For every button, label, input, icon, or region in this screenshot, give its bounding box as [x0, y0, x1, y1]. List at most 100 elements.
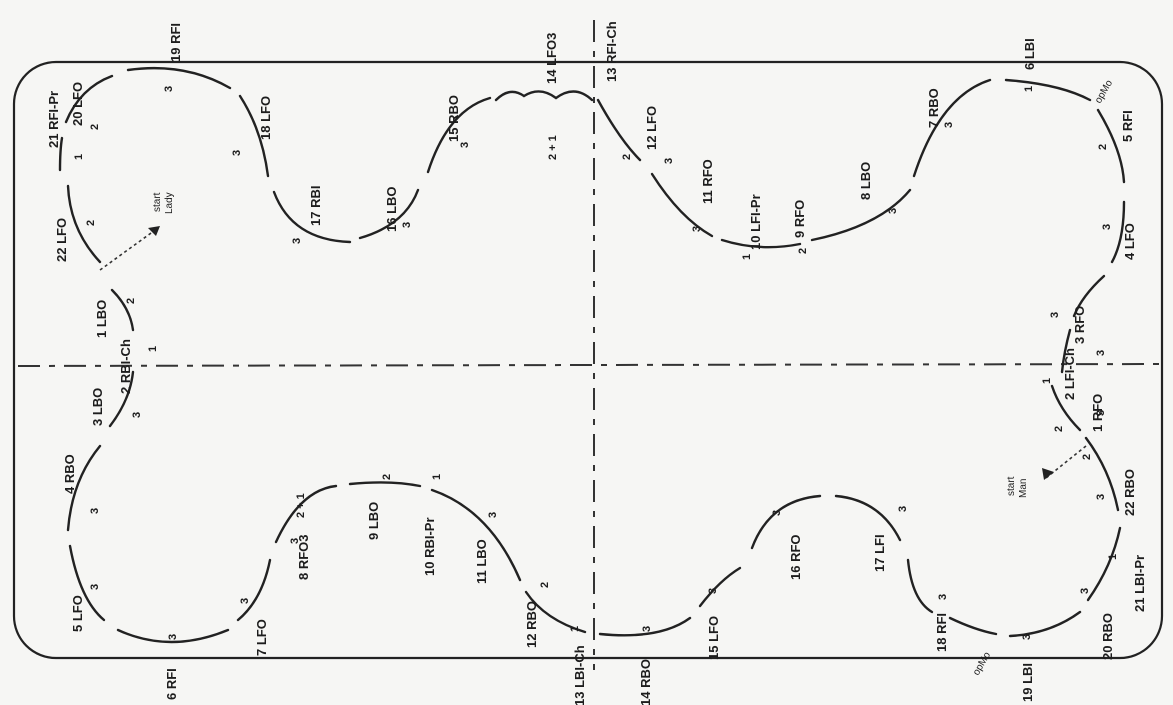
- edge-arc: [66, 184, 102, 264]
- edge-arc: [494, 90, 594, 102]
- step-15-lfo: 15 LFO: [706, 616, 721, 660]
- step-14-lfo3: 14 LFO3: [544, 33, 559, 84]
- step-16-lbo: 16 LBO: [384, 186, 399, 232]
- start-man: start Man: [1006, 445, 1087, 498]
- beat-count: 3: [289, 538, 301, 544]
- edge-arc: [1072, 274, 1106, 318]
- beat-count: 3: [691, 226, 703, 232]
- edge-arc: [110, 288, 135, 332]
- oppmo-label-bottom: opMo: [971, 650, 993, 678]
- oppmo-label-top: opMo: [1093, 78, 1115, 106]
- edge-arc: [598, 616, 692, 637]
- step-12-lfo: 12 LFO: [644, 106, 659, 150]
- beat-count: 2: [1081, 454, 1093, 460]
- edge-arc: [1004, 78, 1092, 102]
- step-21-rfi-pr: 21 RFI-Pr: [46, 91, 61, 148]
- beat-count: 1: [1107, 554, 1119, 560]
- edge-arc: [834, 494, 902, 542]
- step-18-lfo: 18 LFO: [258, 96, 273, 140]
- beat-count: 3: [663, 158, 675, 164]
- lower-left-labels: 3 LBO 4 RBO 5 LFO 6 RFI 7 LFO 8 RFO3 9 L…: [62, 388, 587, 705]
- beat-count: 2: [1097, 144, 1109, 150]
- beat-count: 3: [1095, 494, 1107, 500]
- edge-arc: [698, 566, 742, 608]
- arrow-icon: [1042, 468, 1054, 480]
- edge-arc: [68, 544, 106, 622]
- beat-count: 3: [897, 506, 909, 512]
- step-10-lfi-pr: 10 LFI-Pr: [748, 194, 763, 250]
- beat-count: 2: [381, 474, 393, 480]
- step-16-rfo: 16 RFO: [788, 534, 803, 580]
- edge-arc: [430, 488, 522, 582]
- beat-count: 1: [741, 254, 753, 260]
- beat-count: 3: [937, 594, 949, 600]
- edge-arc: [238, 94, 270, 178]
- man-pattern: [66, 370, 1122, 644]
- edge-arc: [64, 74, 114, 124]
- beat-count: 3: [131, 412, 143, 418]
- step-8-rfo3: 8 RFO3: [296, 534, 311, 580]
- step-13-lbi-ch: 13 LBI-Ch: [572, 645, 587, 705]
- step-13-rfi-ch: 13 RFI-Ch: [604, 21, 619, 82]
- step-4-rbo: 4 RBO: [62, 454, 77, 494]
- beat-count: 1: [431, 474, 443, 480]
- edge-arc: [274, 484, 338, 544]
- beat-count: 3: [1049, 312, 1061, 318]
- step-4-lfo: 4 LFO: [1122, 223, 1137, 260]
- beat-count: 1: [73, 154, 85, 160]
- step-14-rbo: 14 RBO: [638, 659, 653, 705]
- step-20-rbo: 20 RBO: [1100, 613, 1115, 660]
- step-6-rfi: 6 RFI: [164, 668, 179, 700]
- edge-arc: [1084, 436, 1120, 512]
- edge-arc: [348, 481, 422, 488]
- edge-arc: [236, 558, 272, 622]
- edge-arc: [596, 98, 642, 162]
- beat-count: 3: [1095, 410, 1107, 416]
- edge-arc: [66, 444, 102, 532]
- step-15-rbo: 15 RBO: [446, 95, 461, 142]
- beat-count: 1: [147, 346, 159, 352]
- beat-count: 3: [401, 222, 413, 228]
- upper-left-labels: 19 RFI 20 LFO 21 RFI-Pr 22 LFO 1 LBO 2 R…: [46, 23, 559, 394]
- beat-count: 3: [943, 122, 955, 128]
- step-1-lbo: 1 LBO: [94, 300, 109, 338]
- edge-arc: [358, 188, 420, 240]
- step-2-lfi-ch: 2 LFI-Ch: [1062, 348, 1077, 400]
- edge-arc: [1060, 328, 1072, 374]
- step-1-rfo: 1 RFO: [1090, 394, 1105, 432]
- beat-count: 2: [797, 248, 809, 254]
- step-10-rbi-pr: 10 RBI-Pr: [422, 517, 437, 576]
- step-8-lbo: 8 LBO: [858, 162, 873, 200]
- edge-arc: [272, 190, 352, 244]
- step-2-rbi-ch: 2 RBI-Ch: [118, 339, 133, 394]
- start-man-label: start: [1006, 476, 1017, 496]
- edge-arc: [1096, 108, 1126, 184]
- start-man-label-2: Man: [1018, 479, 1029, 498]
- beat-count: 3: [89, 584, 101, 590]
- step-5-lfo: 5 LFO: [70, 595, 85, 632]
- step-11-rfo: 11 RFO: [700, 159, 715, 204]
- beat-count: 3: [707, 588, 719, 594]
- step-19-rfi: 19 RFI: [168, 23, 183, 62]
- beat-count: 3: [231, 150, 243, 156]
- edge-arc: [108, 370, 135, 428]
- start-lady-path: [99, 227, 159, 271]
- beat-count: 2: [1053, 426, 1065, 432]
- beat-count: 1: [569, 626, 581, 632]
- beat-count: 3: [487, 512, 499, 518]
- beat-count: 3: [291, 238, 303, 244]
- upper-right-labels: 13 RFI-Ch 12 LFO 11 RFO 10 LFI-Pr 9 RFO …: [604, 21, 1137, 432]
- step-3-rfo: 3 RFO: [1072, 306, 1087, 344]
- beat-count: 3: [1095, 350, 1107, 356]
- beat-count: 3: [167, 634, 179, 640]
- edge-arc: [1050, 384, 1082, 432]
- step-3-lbo: 3 LBO: [90, 388, 105, 426]
- step-7-lfo: 7 LFO: [254, 619, 269, 656]
- beat-count: 3: [641, 626, 653, 632]
- beat-count: 2: [89, 124, 101, 130]
- beat-count: 1: [1041, 378, 1053, 384]
- edge-arc: [948, 616, 998, 636]
- beat-count: 3: [89, 508, 101, 514]
- step-9-rfo: 9 RFO: [792, 200, 807, 238]
